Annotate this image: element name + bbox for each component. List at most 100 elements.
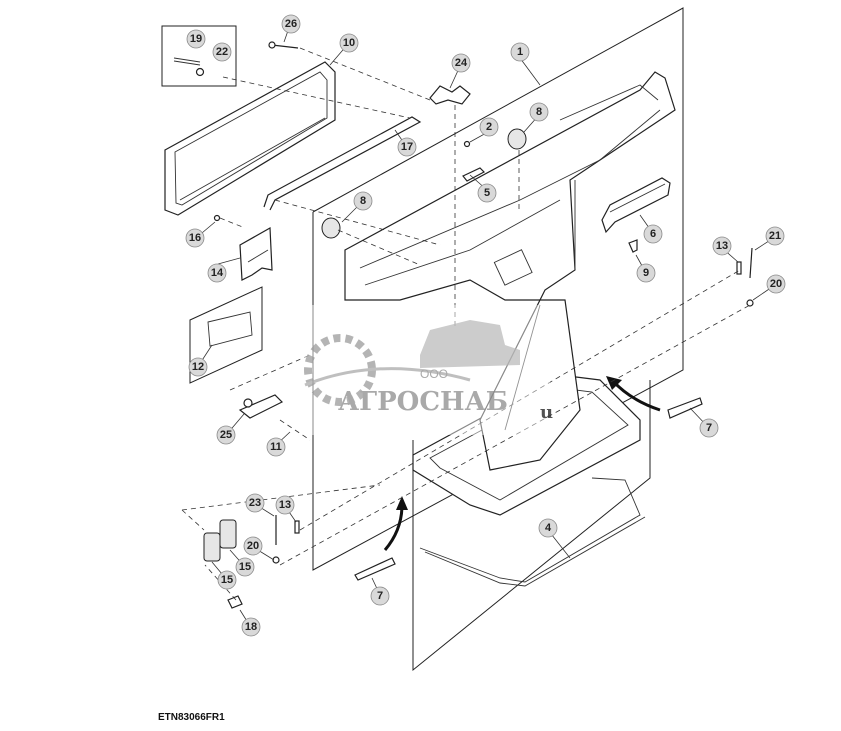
strip-17 xyxy=(263,116,422,211)
callout-20-right: 20 xyxy=(766,274,786,294)
harvester-icon xyxy=(420,320,520,368)
watermark-prefix: ООО xyxy=(420,367,448,381)
svg-text:21: 21 xyxy=(769,230,781,242)
svg-text:8: 8 xyxy=(360,195,366,207)
svg-text:10: 10 xyxy=(343,37,355,49)
svg-text:23: 23 xyxy=(249,497,261,509)
callout-18: 18 xyxy=(241,617,261,637)
svg-text:13: 13 xyxy=(716,240,728,252)
svg-text:22: 22 xyxy=(216,46,228,58)
grommet-8-left xyxy=(321,217,341,239)
pad-15-right xyxy=(219,519,237,549)
callout-17: 17 xyxy=(397,137,417,157)
callout-23: 23 xyxy=(245,493,265,513)
callout-13-left: 13 xyxy=(275,495,295,515)
watermark-name: АГРОСНАБ xyxy=(338,387,508,417)
callout-2: 2 xyxy=(479,117,499,137)
svg-text:2: 2 xyxy=(486,121,492,133)
callout-19: 19 xyxy=(186,29,206,49)
callout-21: 21 xyxy=(765,226,785,246)
console-base xyxy=(412,299,641,516)
callout-22: 22 xyxy=(212,42,232,62)
callout-26: 26 xyxy=(281,14,301,34)
bracket-14 xyxy=(239,226,273,281)
callout-25: 25 xyxy=(216,425,236,445)
trim-6-edge xyxy=(609,183,666,213)
callout-9: 9 xyxy=(636,263,656,283)
clip-9 xyxy=(628,239,638,253)
screw-21 xyxy=(749,247,753,279)
trim-7-lower xyxy=(354,557,396,581)
nut-22 xyxy=(195,67,205,77)
svg-text:15: 15 xyxy=(221,574,233,586)
clip-24 xyxy=(429,85,471,105)
clip-18 xyxy=(227,595,243,609)
svg-text:5: 5 xyxy=(484,187,490,199)
callout-7-lower: 7 xyxy=(370,586,390,606)
arrow-lower-head xyxy=(396,496,408,510)
svg-text:15: 15 xyxy=(239,561,251,573)
svg-text:20: 20 xyxy=(770,278,782,290)
callout-8-left: 8 xyxy=(353,191,373,211)
callout-1: 1 xyxy=(510,42,530,62)
washer-20-left xyxy=(272,556,280,564)
callout-12: 12 xyxy=(188,357,208,377)
screw-2 xyxy=(463,140,471,148)
grommet-8-upper xyxy=(507,128,527,150)
screw-26 xyxy=(268,41,299,49)
callout-24: 24 xyxy=(451,53,471,73)
trim-7-right xyxy=(667,397,703,419)
latch-25 xyxy=(238,394,284,419)
svg-text:18: 18 xyxy=(245,621,257,633)
svg-text:11: 11 xyxy=(270,441,282,453)
callout-4: 4 xyxy=(538,518,558,538)
svg-text:9: 9 xyxy=(643,267,649,279)
svg-text:6: 6 xyxy=(650,228,656,240)
watermark-suffix: u xyxy=(540,402,553,423)
bezel-10 xyxy=(164,61,336,216)
callout-14: 14 xyxy=(207,263,227,283)
washer-20-right xyxy=(746,299,754,307)
pad-15-left xyxy=(203,532,221,562)
callout-20-left: 20 xyxy=(243,536,263,556)
callout-7-right: 7 xyxy=(699,418,719,438)
svg-text:17: 17 xyxy=(401,141,413,153)
svg-text:16: 16 xyxy=(189,232,201,244)
figure-code: ETN83066FR1 xyxy=(158,712,225,723)
seal-4 xyxy=(419,477,641,583)
svg-text:4: 4 xyxy=(545,522,552,534)
callout-5: 5 xyxy=(477,183,497,203)
svg-text:1: 1 xyxy=(517,46,523,58)
callout-6: 6 xyxy=(643,224,663,244)
callout-11: 11 xyxy=(266,437,286,457)
arrow-right-head xyxy=(606,376,622,390)
pin-13-left xyxy=(294,520,300,534)
callout-15-left: 15 xyxy=(217,570,237,590)
callout-8-upper: 8 xyxy=(529,102,549,122)
inset-box-12 xyxy=(189,286,263,384)
svg-text:24: 24 xyxy=(455,57,468,69)
svg-text:7: 7 xyxy=(706,422,712,434)
svg-text:14: 14 xyxy=(211,267,224,279)
callout-13-right: 13 xyxy=(712,236,732,256)
callout-15-right: 15 xyxy=(235,557,255,577)
seal-4-inner xyxy=(424,516,646,587)
console-housing-1 xyxy=(344,71,676,301)
arrow-lower xyxy=(383,504,404,551)
callout-16: 16 xyxy=(185,228,205,248)
svg-text:12: 12 xyxy=(192,361,204,373)
svg-text:19: 19 xyxy=(190,33,202,45)
svg-text:13: 13 xyxy=(279,499,291,511)
assembly-frame xyxy=(312,7,684,672)
screw-16 xyxy=(213,214,221,222)
svg-text:8: 8 xyxy=(536,106,542,118)
svg-text:26: 26 xyxy=(285,18,297,30)
svg-text:20: 20 xyxy=(247,540,259,552)
svg-text:25: 25 xyxy=(220,429,232,441)
pin-13-right xyxy=(736,261,742,275)
trim-6 xyxy=(601,177,671,234)
gasket-12 xyxy=(207,311,253,347)
clip-5 xyxy=(462,167,485,182)
agrosnab-watermark: ООО АГРОСНАБ u xyxy=(300,305,553,435)
